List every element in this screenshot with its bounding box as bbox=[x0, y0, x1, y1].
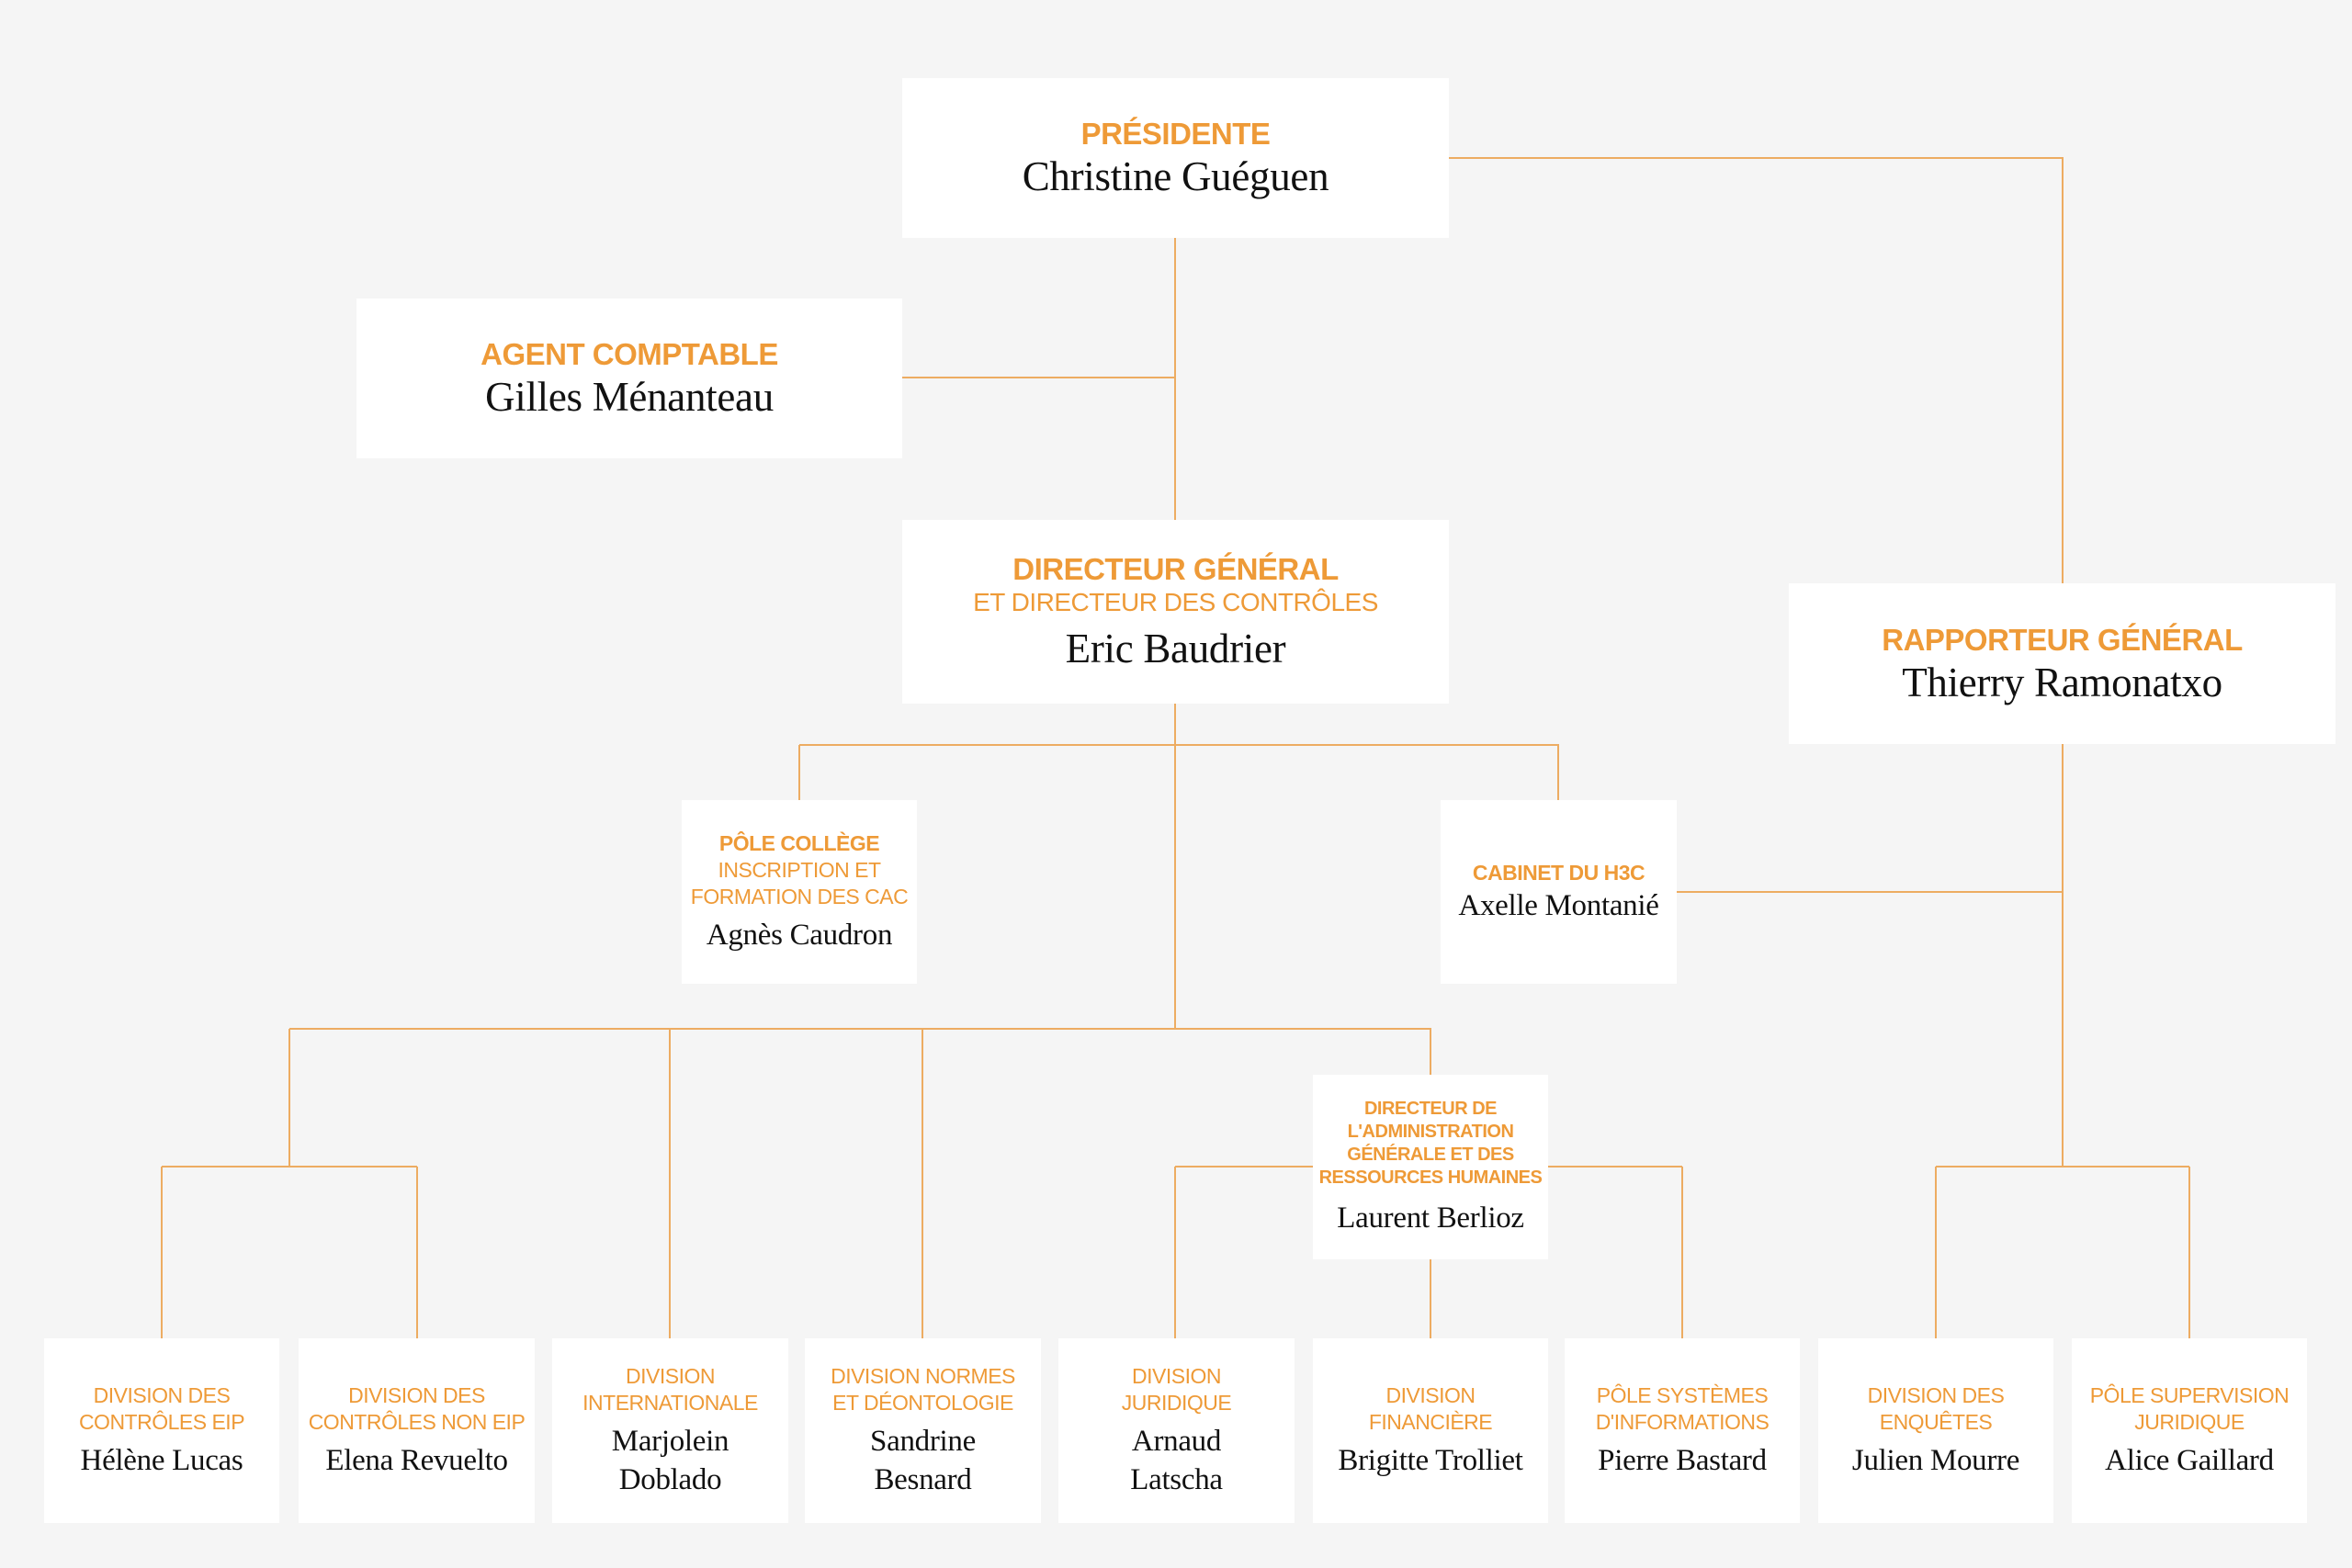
node-division-internationale: DIVISION INTERNATIONALE Marjolein Doblad… bbox=[552, 1338, 788, 1523]
node-subtitle: ET DIRECTEUR DES CONTRÔLES bbox=[973, 588, 1378, 616]
node-title: DIRECTEUR DE L'ADMINISTRATION GÉNÉRALE E… bbox=[1318, 1098, 1543, 1188]
node-subtitle: DIVISION NORMES ET DÉONTOLOGIE bbox=[831, 1363, 1015, 1415]
node-name: Brigitte Trolliet bbox=[1338, 1443, 1523, 1477]
node-name: Marjolein Doblado bbox=[611, 1424, 729, 1496]
node-division-financiere: DIVISION FINANCIÈRE Brigitte Trolliet bbox=[1313, 1338, 1548, 1523]
node-name: Agnès Caudron bbox=[706, 918, 893, 952]
node-name: Gilles Ménanteau bbox=[485, 374, 774, 420]
node-subtitle: DIVISION INTERNATIONALE bbox=[582, 1363, 758, 1415]
node-title: CABINET DU H3C bbox=[1472, 860, 1645, 885]
node-division-enquetes: DIVISION DES ENQUÊTES Julien Mourre bbox=[1818, 1338, 2053, 1523]
node-division-juridique: DIVISION JURIDIQUE Arnaud Latscha bbox=[1058, 1338, 1295, 1523]
node-presidente: PRÉSIDENTE Christine Guéguen bbox=[902, 78, 1449, 238]
connector-eip-branch bbox=[161, 1029, 418, 1338]
node-subtitle: DIVISION DES ENQUÊTES bbox=[1867, 1382, 2005, 1434]
node-title: AGENT COMPTABLE bbox=[481, 337, 778, 371]
node-name: Axelle Montanié bbox=[1458, 888, 1659, 922]
node-division-controles-non-eip: DIVISION DES CONTRÔLES NON EIP Elena Rev… bbox=[299, 1338, 535, 1523]
connector-dg-poles bbox=[798, 744, 1559, 800]
node-pole-college: PÔLE COLLÈGE INSCRIPTION ET FORMATION DE… bbox=[682, 800, 917, 984]
node-rapporteur-general: RAPPORTEUR GÉNÉRAL Thierry Ramonatxo bbox=[1789, 583, 2335, 744]
node-agent-comptable: AGENT COMPTABLE Gilles Ménanteau bbox=[356, 299, 902, 458]
node-subtitle: DIVISION FINANCIÈRE bbox=[1368, 1382, 1493, 1434]
node-name: Elena Revuelto bbox=[325, 1443, 508, 1477]
node-name: Thierry Ramonatxo bbox=[1902, 659, 2222, 705]
node-name: Alice Gaillard bbox=[2105, 1443, 2274, 1477]
node-subtitle: DIVISION DES CONTRÔLES NON EIP bbox=[308, 1382, 526, 1434]
node-pole-supervision-juridique: PÔLE SUPERVISION JURIDIQUE Alice Gaillar… bbox=[2072, 1338, 2307, 1523]
node-pole-systemes-informations: PÔLE SYSTÈMES D'INFORMATIONS Pierre Bast… bbox=[1565, 1338, 1800, 1523]
node-name: Eric Baudrier bbox=[1065, 626, 1286, 671]
node-title: DIRECTEUR GÉNÉRAL bbox=[1012, 552, 1339, 586]
node-subtitle: PÔLE SYSTÈMES D'INFORMATIONS bbox=[1595, 1382, 1770, 1434]
connector-presidente-rapporteur bbox=[1448, 157, 2064, 583]
node-directeur-general: DIRECTEUR GÉNÉRAL ET DIRECTEUR DES CONTR… bbox=[902, 520, 1449, 704]
node-name: Arnaud Latscha bbox=[1130, 1424, 1223, 1496]
node-title: PRÉSIDENTE bbox=[1080, 117, 1271, 151]
node-name: Laurent Berlioz bbox=[1337, 1201, 1524, 1235]
connector-rapporteur-branch bbox=[1935, 1166, 2190, 1338]
node-title: RAPPORTEUR GÉNÉRAL bbox=[1882, 622, 2243, 657]
node-division-normes: DIVISION NORMES ET DÉONTOLOGIE Sandrine … bbox=[805, 1338, 1041, 1523]
node-subtitle: INSCRIPTION ET FORMATION DES CAC bbox=[690, 857, 909, 908]
node-name: Christine Guéguen bbox=[1022, 153, 1329, 199]
node-name: Hélène Lucas bbox=[80, 1443, 243, 1477]
node-cabinet-h3c: CABINET DU H3C Axelle Montanié bbox=[1441, 800, 1677, 984]
node-name: Sandrine Besnard bbox=[870, 1424, 976, 1496]
node-subtitle: DIVISION JURIDIQUE bbox=[1121, 1363, 1232, 1415]
node-subtitle: PÔLE SUPERVISION JURIDIQUE bbox=[2089, 1382, 2290, 1434]
connector-divisions-bus bbox=[289, 1028, 1431, 1075]
node-subtitle: DIVISION DES CONTRÔLES EIP bbox=[78, 1382, 245, 1434]
node-name: Pierre Bastard bbox=[1598, 1443, 1767, 1477]
node-division-controles-eip: DIVISION DES CONTRÔLES EIP Hélène Lucas bbox=[44, 1338, 279, 1523]
node-title: PÔLE COLLÈGE bbox=[718, 830, 880, 855]
connector-dagrh-branch bbox=[1174, 1166, 1683, 1338]
node-name: Julien Mourre bbox=[1851, 1443, 2020, 1477]
node-directeur-administration: DIRECTEUR DE L'ADMINISTRATION GÉNÉRALE E… bbox=[1313, 1075, 1548, 1259]
